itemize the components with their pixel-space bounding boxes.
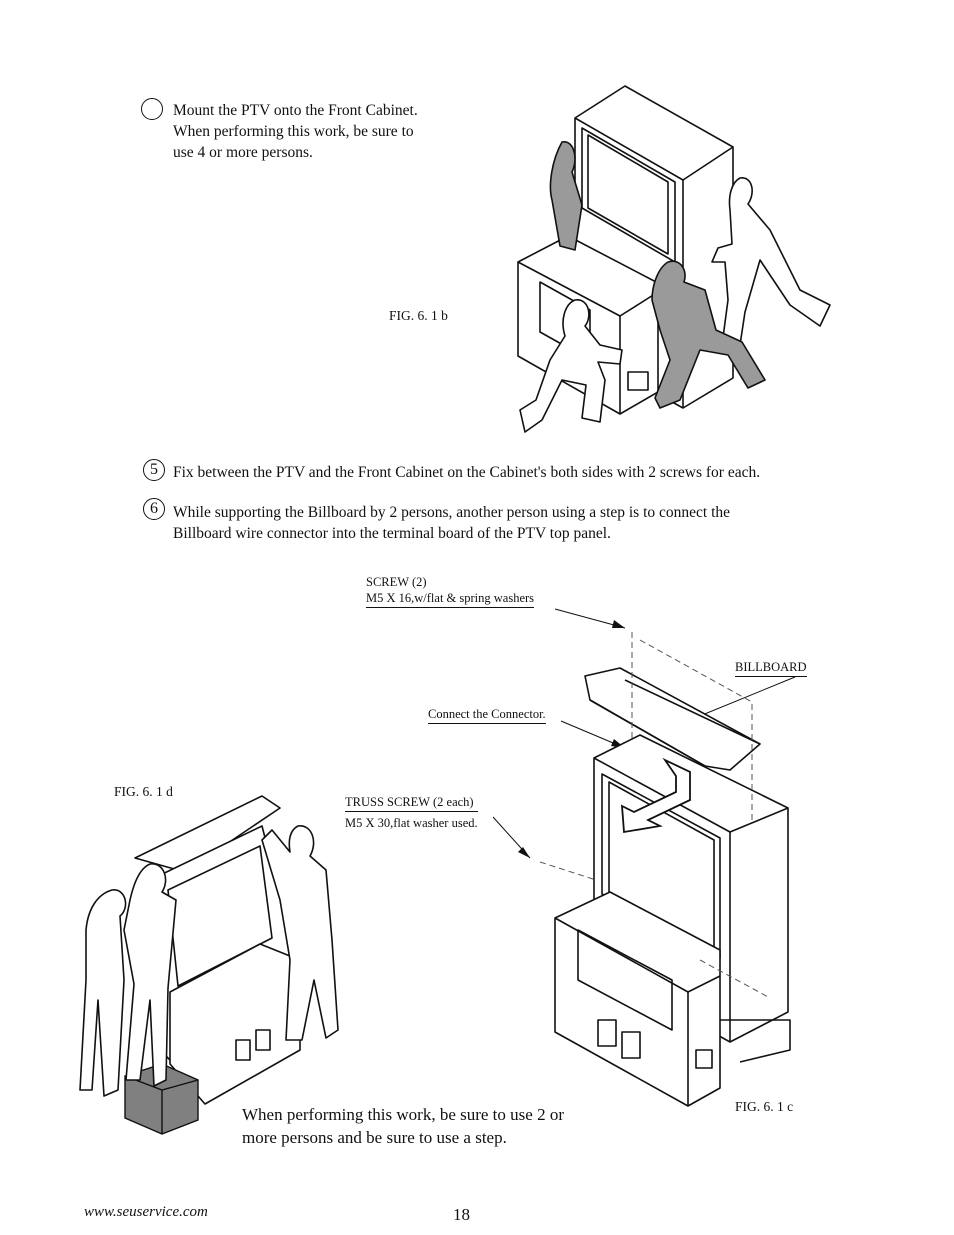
step-text-mount-ptv: Mount the PTV onto the Front Cabinet. Wh… xyxy=(173,100,418,163)
step-line: use 4 or more persons. xyxy=(173,144,313,161)
callout-screw: SCREW (2) M5 X 16,w/flat & spring washer… xyxy=(366,574,535,608)
footer-website-link[interactable]: www.seuservice.com xyxy=(84,1204,208,1220)
page-number: 18 xyxy=(453,1205,470,1224)
callout-line: TRUSS SCREW (2 each) xyxy=(345,794,478,812)
step-line: Billboard wire connector into the termin… xyxy=(173,525,611,542)
step-number-circle: 6 xyxy=(143,498,165,520)
step-line: When performing this work, be sure to xyxy=(173,123,414,140)
figure-label-6-1b: FIG. 6. 1 b xyxy=(389,308,448,323)
note-line: more persons and be sure to use a step. xyxy=(242,1128,507,1147)
note-line: When performing this work, be sure to us… xyxy=(242,1105,564,1124)
figure-label-6-1c: FIG. 6. 1 c xyxy=(735,1099,794,1114)
safety-note: When performing this work, be sure to us… xyxy=(242,1103,564,1149)
step-number-circle: 5 xyxy=(143,459,165,481)
callout-connect-connector: Connect the Connector. xyxy=(428,706,546,724)
callout-line: M5 X 30,flat washer used. xyxy=(345,816,478,830)
step-line: Mount the PTV onto the Front Cabinet. xyxy=(173,102,418,119)
callout-billboard: BILLBOARD xyxy=(735,659,807,677)
callout-line: SCREW (2) xyxy=(366,575,427,589)
step-line: While supporting the Billboard by 2 pers… xyxy=(173,504,731,521)
callout-line: M5 X 16,w/flat & spring washers xyxy=(366,590,535,608)
step-line: Fix between the PTV and the Front Cabine… xyxy=(173,464,761,481)
step-text-billboard: While supporting the Billboard by 2 pers… xyxy=(173,502,730,544)
figure-label-6-1d: FIG. 6. 1 d xyxy=(114,784,173,799)
step-number-circle xyxy=(141,98,163,120)
step-text-fix-screws: Fix between the PTV and the Front Cabine… xyxy=(173,462,760,483)
callout-truss-screw: TRUSS SCREW (2 each) M5 X 30,flat washer… xyxy=(345,794,478,831)
